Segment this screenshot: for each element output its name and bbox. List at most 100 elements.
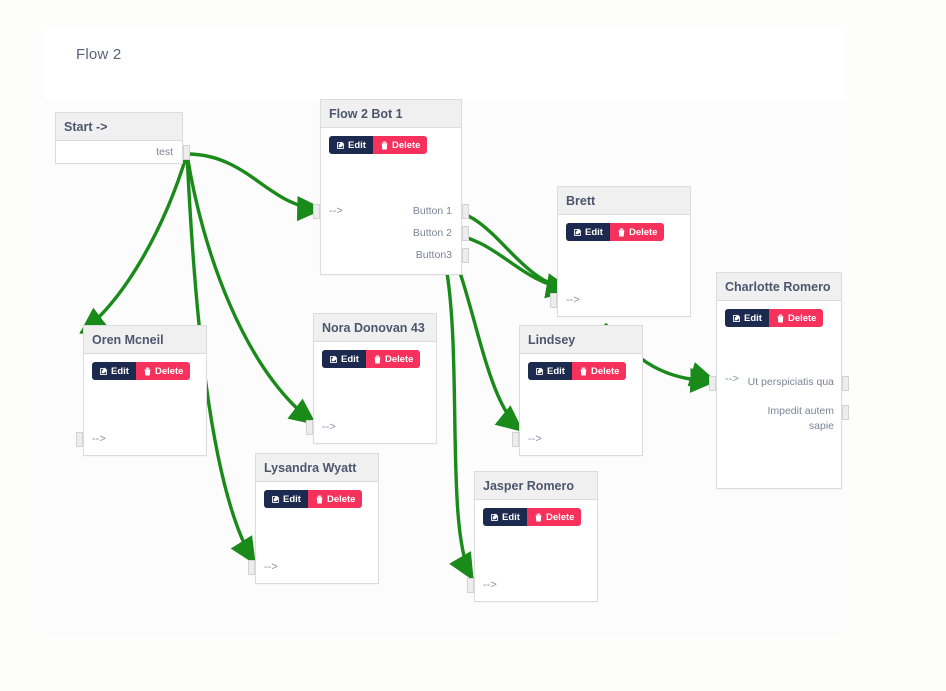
in-port-handle[interactable] bbox=[248, 560, 255, 575]
node-charlotte-romero[interactable]: Charlotte Romero Edit Delete --> bbox=[709, 272, 849, 489]
node-actions: Edit Delete bbox=[84, 354, 206, 380]
edit-button-label: Edit bbox=[585, 226, 603, 238]
in-port-handle[interactable] bbox=[550, 293, 557, 308]
delete-button-label: Delete bbox=[628, 226, 658, 238]
out-port-handle[interactable] bbox=[183, 145, 190, 160]
trash-icon bbox=[776, 314, 785, 323]
out-port-handle[interactable] bbox=[842, 376, 849, 391]
edit-button-label: Edit bbox=[283, 493, 301, 505]
out-port-row[interactable]: Button 2 bbox=[321, 222, 469, 244]
edit-button[interactable]: Edit bbox=[329, 136, 373, 154]
in-port-row[interactable]: --> bbox=[306, 416, 436, 438]
delete-button-label: Delete bbox=[391, 139, 421, 151]
pencil-square-icon bbox=[329, 355, 338, 364]
edge-button3-jasper bbox=[442, 254, 474, 581]
out-port-handle[interactable] bbox=[842, 405, 849, 420]
edit-button-label: Edit bbox=[341, 353, 359, 365]
edit-button[interactable]: Edit bbox=[264, 490, 308, 508]
port-list: test bbox=[56, 141, 190, 163]
in-port-handle[interactable] bbox=[512, 432, 519, 447]
io-port-row[interactable]: --> Button 1 bbox=[313, 200, 469, 222]
delete-button[interactable]: Delete bbox=[372, 136, 428, 154]
node-body: Edit Delete --> bbox=[467, 500, 597, 596]
in-port-handle[interactable] bbox=[76, 432, 83, 447]
node-body: Edit Delete --> bbox=[306, 342, 436, 438]
node-title: Lysandra Wyatt bbox=[256, 454, 378, 482]
trash-icon bbox=[380, 141, 389, 150]
out-port-row[interactable]: test bbox=[56, 141, 190, 163]
in-port-row[interactable]: --> bbox=[467, 574, 597, 596]
node-lysandra-wyatt[interactable]: Lysandra Wyatt Edit Delete --> bbox=[248, 453, 379, 584]
delete-button-label: Delete bbox=[787, 312, 817, 324]
in-port-handle[interactable] bbox=[306, 420, 313, 435]
in-port-label: --> bbox=[322, 421, 336, 433]
delete-button[interactable]: Delete bbox=[571, 362, 627, 380]
node-brett[interactable]: Brett Edit Delete --> bbox=[550, 186, 691, 317]
in-port-row[interactable]: --> bbox=[248, 556, 378, 578]
node-title: Charlotte Romero bbox=[717, 273, 841, 301]
node-oren-mcneil[interactable]: Oren Mcneil Edit Delete --> bbox=[76, 325, 207, 456]
out-port-row[interactable]: Button3 bbox=[321, 244, 469, 266]
node-lindsey[interactable]: Lindsey Edit Delete --> bbox=[512, 325, 643, 456]
trash-icon bbox=[579, 367, 588, 376]
out-port-handle[interactable] bbox=[462, 248, 469, 263]
out-port-handle[interactable] bbox=[462, 204, 469, 219]
node-actions: Edit Delete bbox=[558, 215, 690, 241]
node-body: Edit Delete --> Button 1 Butt bbox=[313, 128, 469, 266]
edit-button[interactable]: Edit bbox=[92, 362, 136, 380]
edit-button[interactable]: Edit bbox=[528, 362, 572, 380]
in-port-row[interactable]: --> bbox=[512, 428, 642, 450]
in-port-label: --> bbox=[329, 205, 343, 217]
node-nora-donovan-43[interactable]: Nora Donovan 43 Edit Delete --> bbox=[306, 313, 437, 444]
port-list: --> bbox=[76, 428, 206, 450]
port-list: --> bbox=[467, 574, 597, 596]
node-body: Edit Delete --> bbox=[248, 482, 378, 578]
delete-button[interactable]: Delete bbox=[609, 223, 665, 241]
in-port-row[interactable]: --> bbox=[550, 289, 690, 311]
port-list: --> Button 1 Button 2 Button3 bbox=[313, 200, 469, 266]
node-actions: Edit Delete bbox=[717, 301, 841, 327]
edit-button[interactable]: Edit bbox=[483, 508, 527, 526]
node-jasper-romero[interactable]: Jasper Romero Edit Delete --> bbox=[467, 471, 598, 602]
delete-button[interactable]: Delete bbox=[307, 490, 363, 508]
node-title: Brett bbox=[558, 187, 690, 215]
io-port-row[interactable]: --> Ut perspiciatis qua bbox=[709, 373, 849, 392]
edit-button-label: Edit bbox=[348, 139, 366, 151]
out-port-label: Impedit autem sapie bbox=[767, 405, 834, 432]
out-port-label: Button 2 bbox=[412, 227, 452, 239]
port-list: --> bbox=[248, 556, 378, 578]
delete-button-label: Delete bbox=[326, 493, 356, 505]
in-port-handle[interactable] bbox=[709, 376, 716, 391]
delete-button[interactable]: Delete bbox=[365, 350, 421, 368]
node-title: Oren Mcneil bbox=[84, 326, 206, 354]
out-port-row[interactable]: Impedit autem sapie bbox=[717, 402, 849, 436]
trash-icon bbox=[143, 367, 152, 376]
delete-button-label: Delete bbox=[545, 511, 575, 523]
node-actions: Edit Delete bbox=[256, 482, 378, 508]
edit-button[interactable]: Edit bbox=[322, 350, 366, 368]
edit-button-label: Edit bbox=[744, 312, 762, 324]
node-flow-2-bot-1[interactable]: Flow 2 Bot 1 Edit Delete --> bbox=[313, 99, 469, 275]
delete-button[interactable]: Delete bbox=[768, 309, 824, 327]
out-port-label: test bbox=[156, 146, 173, 158]
node-body: test bbox=[56, 141, 190, 163]
node-title: Lindsey bbox=[520, 326, 642, 354]
node-title: Start -> bbox=[56, 113, 182, 141]
pencil-square-icon bbox=[271, 495, 280, 504]
node-actions: Edit Delete bbox=[314, 342, 436, 368]
out-port-label: Ut perspiciatis qua bbox=[747, 376, 834, 388]
delete-button[interactable]: Delete bbox=[135, 362, 191, 380]
node-actions: Edit Delete bbox=[321, 128, 461, 154]
edit-button[interactable]: Edit bbox=[725, 309, 769, 327]
in-port-handle[interactable] bbox=[313, 204, 320, 219]
out-port-handle[interactable] bbox=[462, 226, 469, 241]
in-port-handle[interactable] bbox=[467, 578, 474, 593]
flow-canvas[interactable]: Start -> test Flow 2 Bot 1 Edit bbox=[44, 99, 849, 634]
node-start[interactable]: Start -> test bbox=[55, 112, 190, 164]
port-list: --> Ut perspiciatis qua Impedit autem sa… bbox=[709, 373, 849, 436]
delete-button[interactable]: Delete bbox=[526, 508, 582, 526]
in-port-row[interactable]: --> bbox=[76, 428, 206, 450]
node-body: Edit Delete --> bbox=[76, 354, 206, 450]
edit-button[interactable]: Edit bbox=[566, 223, 610, 241]
